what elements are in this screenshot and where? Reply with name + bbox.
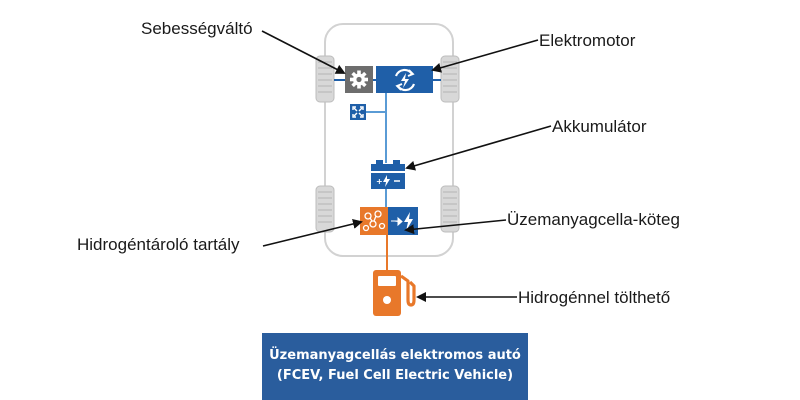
caption-line-1: Üzemanyagcellás elektromos autó [269,348,521,363]
gear-icon [345,66,373,93]
arrow-electric-motor [431,39,539,73]
fuel-cell-stack-block [360,207,418,235]
label-hydrogen-tank: Hidrogéntároló tartály [77,235,240,254]
sync-icon [394,68,416,92]
wheel-rear-left [315,185,335,233]
expand-icon [350,104,366,120]
label-gearbox: Sebességváltó [141,19,253,38]
fuel-pump-icon [373,270,416,316]
svg-text:+: + [376,177,383,186]
electric-motor-block [376,66,433,93]
caption-line-2: (FCEV, Fuel Cell Electric Vehicle) [276,368,514,383]
label-hydrogen-refuel: Hidrogénnel tölthető [518,288,671,307]
arrow-fuel-cell-stack [404,219,507,235]
caption-box: Üzemanyagcellás elektromos autó (FCEV, F… [262,333,528,400]
hydrogen-molecule-icon [362,210,386,232]
wheel-rear-right [440,185,460,233]
label-electric-motor: Elektromotor [539,31,636,50]
arrow-hydrogen-tank [262,219,363,247]
label-battery: Akkumulátor [552,117,647,136]
label-fuel-cell-stack: Üzemanyagcella-köteg [507,210,680,229]
lightning-icon [404,212,413,231]
battery-icon: + [371,160,405,189]
arrow-gearbox [261,30,346,74]
arrow-battery [405,125,552,171]
